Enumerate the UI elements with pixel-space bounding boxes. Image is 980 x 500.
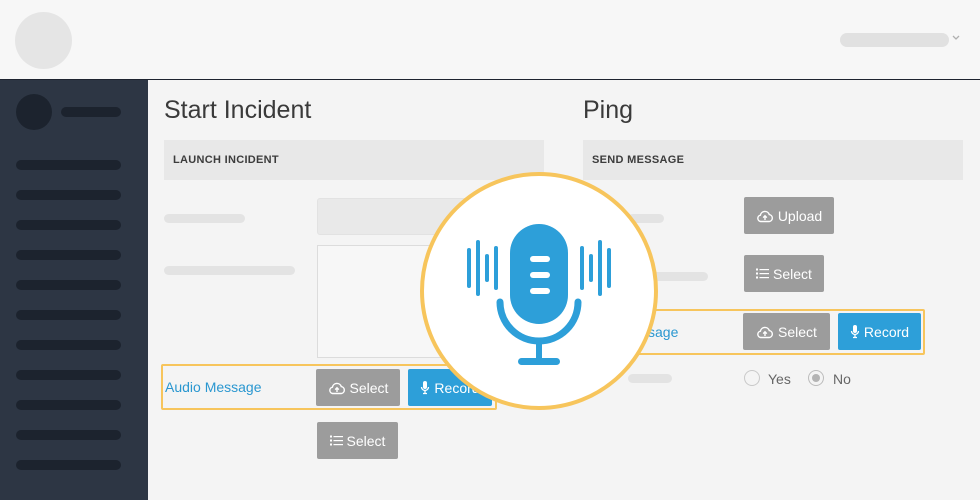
- no-radio-label: No: [833, 371, 851, 387]
- sidebar-item[interactable]: [16, 220, 121, 230]
- logo-placeholder: [15, 12, 72, 69]
- ping-audio-select-label: Select: [778, 323, 817, 340]
- yes-radio-label: Yes: [768, 371, 791, 387]
- user-menu[interactable]: [840, 33, 949, 47]
- sidebar-item[interactable]: [16, 190, 121, 200]
- yes-radio[interactable]: [744, 370, 760, 386]
- sidebar-username-placeholder: [61, 107, 121, 117]
- ping-audio-select-button[interactable]: Select: [743, 313, 830, 350]
- sidebar-item[interactable]: [16, 340, 121, 350]
- upload-label: Upload: [777, 207, 823, 224]
- list-icon: [756, 268, 770, 279]
- audio-message-label: Audio Message: [165, 379, 262, 395]
- list-icon: [329, 435, 343, 446]
- field-label-placeholder: [628, 214, 664, 223]
- ping-select-list-label: Select: [773, 265, 812, 282]
- microphone-icon: [467, 224, 611, 365]
- cloud-upload-icon: [328, 382, 345, 394]
- sidebar-item[interactable]: [16, 250, 121, 260]
- select-list-button[interactable]: Select: [317, 422, 398, 459]
- upload-button[interactable]: Upload: [744, 197, 834, 234]
- select-list-label: Select: [346, 432, 386, 449]
- send-message-header: SEND MESSAGE: [583, 140, 963, 180]
- start-incident-title: Start Incident: [164, 96, 312, 124]
- sidebar-avatar: [16, 94, 52, 130]
- ping-audio-message-label: sage: [648, 324, 679, 340]
- audio-select-button[interactable]: Select: [316, 369, 400, 406]
- microphone-icon: [850, 325, 860, 339]
- sidebar-item[interactable]: [16, 160, 121, 170]
- no-radio[interactable]: [808, 370, 824, 386]
- sidebar-item[interactable]: [16, 310, 121, 320]
- field-label-placeholder: [628, 374, 672, 383]
- field-label-placeholder: [164, 266, 295, 275]
- chevron-down-icon[interactable]: [951, 30, 961, 48]
- launch-incident-header: LAUNCH INCIDENT: [164, 140, 544, 180]
- sidebar-item[interactable]: [16, 280, 121, 290]
- audio-select-label: Select: [349, 379, 389, 396]
- sidebar-item[interactable]: [16, 400, 121, 410]
- ping-audio-record-label: Record: [863, 323, 910, 340]
- microphone-icon: [421, 381, 430, 395]
- main-content: Start Incident LAUNCH INCIDENT Audio Mes…: [148, 80, 980, 500]
- ping-title: Ping: [583, 96, 634, 124]
- sidebar-item[interactable]: [16, 460, 121, 470]
- field-label-placeholder: [164, 214, 245, 223]
- cloud-upload-icon: [756, 210, 773, 222]
- field-label-placeholder: [648, 272, 708, 281]
- sidebar-item[interactable]: [16, 430, 121, 440]
- sidebar: [0, 80, 148, 500]
- top-bar: [0, 0, 980, 80]
- cloud-upload-icon: [757, 326, 773, 338]
- microphone-badge: [420, 172, 658, 410]
- ping-select-list-button[interactable]: Select: [744, 255, 824, 292]
- ping-audio-record-button[interactable]: Record: [838, 313, 921, 350]
- sidebar-item[interactable]: [16, 370, 121, 380]
